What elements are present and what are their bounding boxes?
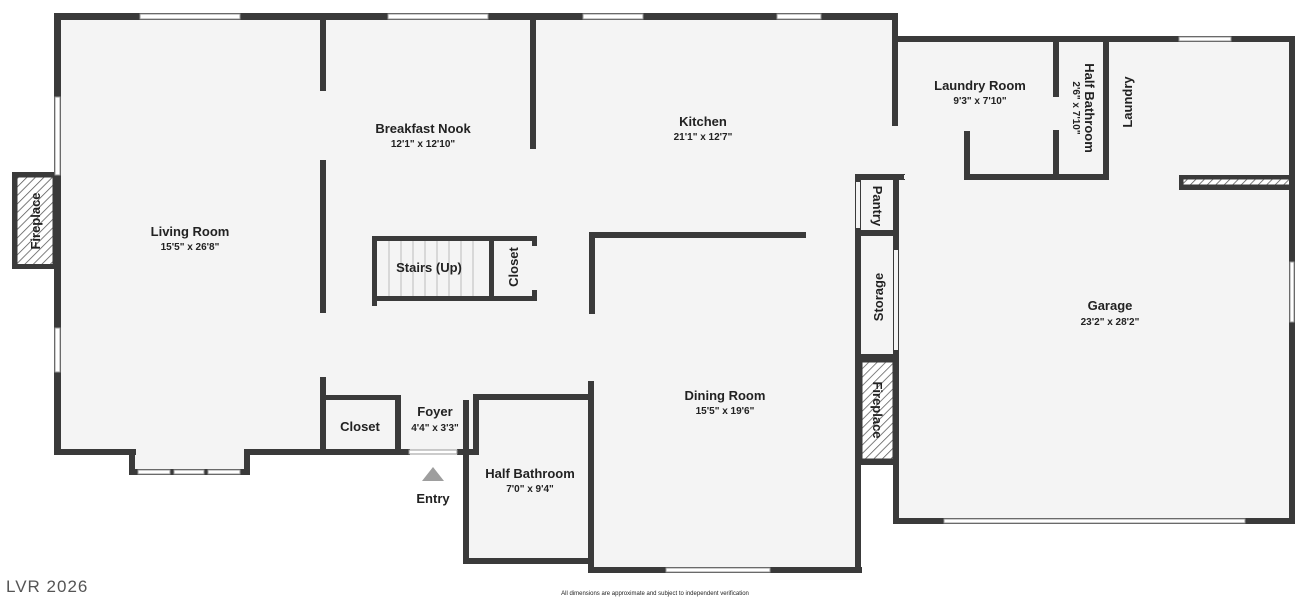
laundry-room-dims: 9'3" x 7'10" [953, 96, 1006, 107]
garage-label: Garage [1088, 298, 1133, 313]
pantry-label: Pantry [870, 186, 885, 227]
stair-treads [388, 241, 474, 296]
living-room-dims: 15'5" x 26'8" [161, 242, 220, 253]
laundry-label: Laundry [1120, 76, 1135, 128]
closet-stairs-label: Closet [506, 246, 521, 286]
fireplace-left-label: Fireplace [28, 192, 43, 249]
disclaimer-text: All dimensions are approximate and subje… [561, 591, 749, 597]
breakfast-nook-dims: 12'1" x 12'10" [391, 139, 456, 150]
half-bathroom-upper-label: Half Bathroom [1082, 63, 1097, 153]
laundry-shelf-hatch [1180, 176, 1293, 188]
half-bathroom-upper-dims: 2'6" x 7'10" [1070, 81, 1081, 134]
floor-areas [14, 17, 1293, 570]
half-bathroom-lower-label: Half Bathroom [485, 466, 575, 481]
kitchen-label: Kitchen [679, 114, 727, 129]
fireplace-right-label: Fireplace [870, 381, 885, 438]
brand-watermark: LVR 2026 [6, 577, 88, 596]
stairs-label: Stairs (Up) [396, 260, 462, 275]
foyer-label: Foyer [417, 404, 452, 419]
dining-room-label: Dining Room [685, 388, 766, 403]
kitchen-dims: 21'1" x 12'7" [674, 132, 733, 143]
storage-label: Storage [871, 273, 886, 321]
garage-dims: 23'2" x 28'2" [1081, 317, 1140, 328]
entry-label: Entry [416, 491, 450, 506]
foyer-dims: 4'4" x 3'3" [411, 423, 459, 434]
dining-room-dims: 15'5" x 19'6" [696, 406, 755, 417]
entry-arrow-icon [422, 467, 444, 481]
door-openings [533, 97, 1058, 350]
half-bathroom-lower-dims: 7'0" x 9'4" [506, 484, 554, 495]
living-room-label: Living Room [151, 224, 230, 239]
breakfast-nook-label: Breakfast Nook [375, 121, 471, 136]
windows [54, 13, 1295, 573]
laundry-room-label: Laundry Room [934, 78, 1026, 93]
closet-foyer-label: Closet [340, 419, 380, 434]
